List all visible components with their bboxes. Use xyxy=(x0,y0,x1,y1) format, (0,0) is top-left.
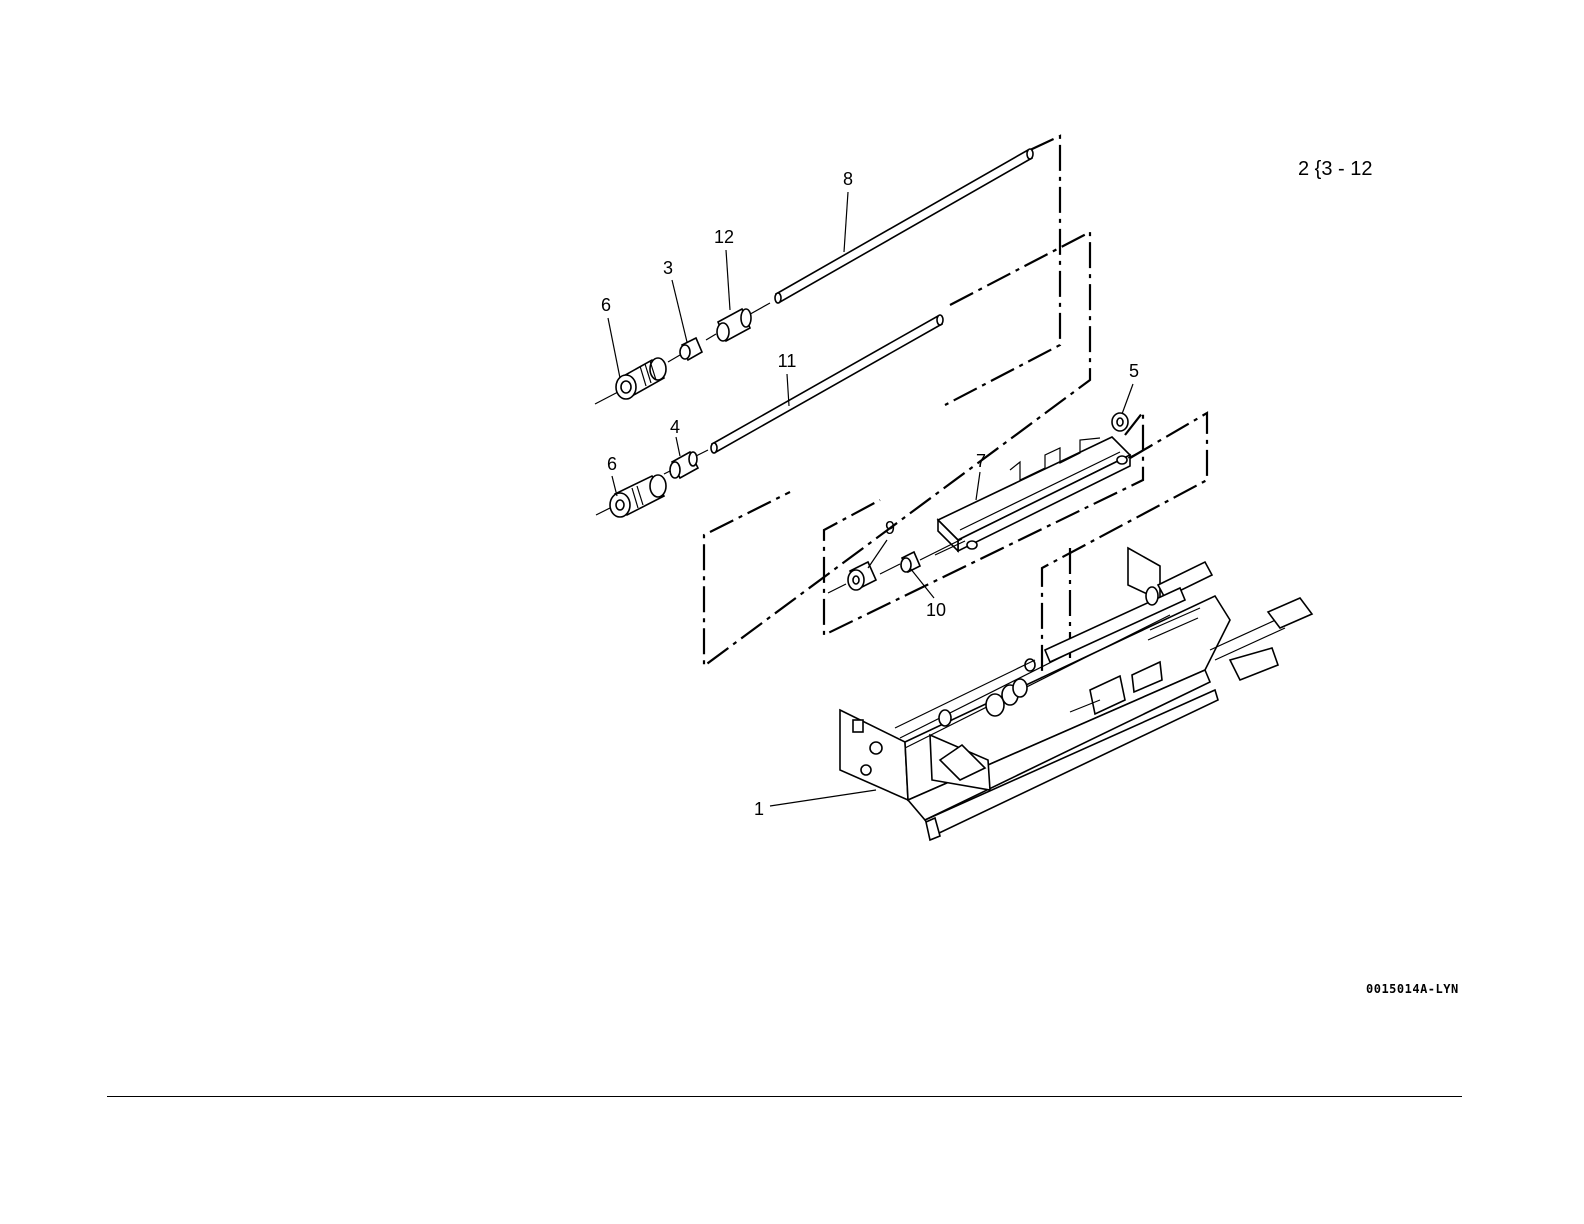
gear-part-6-lower xyxy=(596,475,666,517)
callout-5: 5 xyxy=(1129,361,1139,381)
callout-3: 3 xyxy=(663,258,673,278)
callout-4: 4 xyxy=(670,417,680,437)
guide-part-7 xyxy=(935,437,1150,555)
bushing-part-12 xyxy=(706,309,751,341)
kit-note: 2 {3 - 12 xyxy=(1298,158,1373,180)
gear-part-10 xyxy=(880,539,962,574)
callout-10: 10 xyxy=(926,600,946,620)
page-divider xyxy=(107,1096,1462,1097)
callout-9: 9 xyxy=(885,518,895,538)
figure-id: 0015014A-LYN xyxy=(1366,982,1459,996)
assembly-boundary-middle xyxy=(704,232,1090,666)
callout-11: 11 xyxy=(778,351,797,371)
callout-8: 8 xyxy=(843,169,853,189)
bushing-part-5 xyxy=(1112,413,1128,431)
bushing-part-3 xyxy=(668,338,702,362)
callout-6-upper: 6 xyxy=(601,295,611,315)
callout-1: 1 xyxy=(754,799,764,819)
assembly-boundary-upper xyxy=(945,136,1060,405)
callout-12: 12 xyxy=(714,227,734,247)
gear-part-4 xyxy=(664,452,698,478)
shaft-part-8 xyxy=(745,149,1033,317)
callout-7: 7 xyxy=(976,451,986,471)
gear-part-6-upper xyxy=(595,358,666,404)
callout-6-lower: 6 xyxy=(607,454,617,474)
